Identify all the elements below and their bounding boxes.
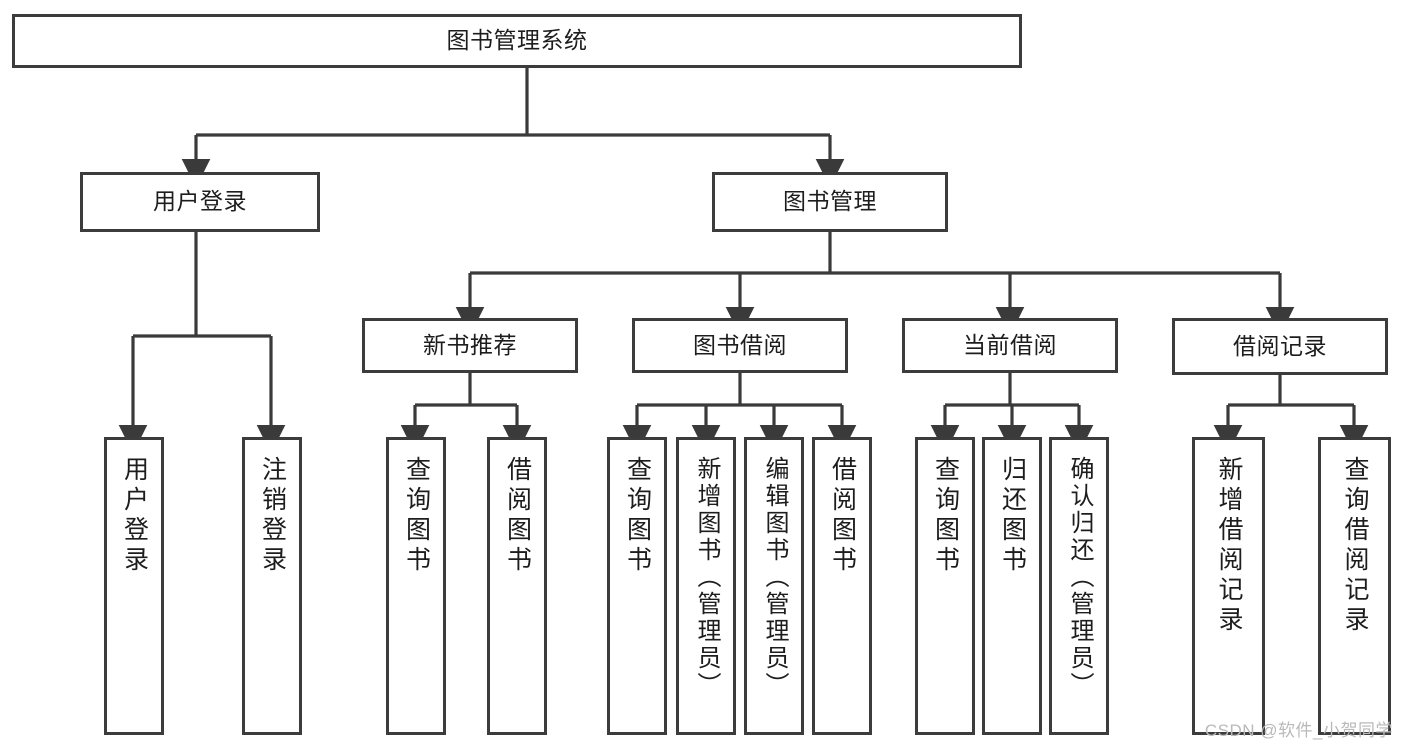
- leaf-add-borrow-record[interactable]: 新增借阅记录: [1192, 437, 1265, 735]
- node-user-login[interactable]: 用户登录: [80, 172, 320, 232]
- leaf-logout[interactable]: 注销登录: [242, 437, 302, 735]
- node-label: 归还图书: [998, 456, 1027, 576]
- node-label: 当前借阅: [963, 331, 1057, 358]
- node-label: 查询借阅记录: [1341, 456, 1369, 636]
- node-label: 用户登录: [153, 188, 247, 215]
- node-label: 确认归还（管理员）: [1066, 456, 1093, 699]
- node-book-borrow[interactable]: 图书借阅: [632, 318, 848, 373]
- leaf-user-login[interactable]: 用户登录: [104, 437, 164, 735]
- leaf-query-book-current[interactable]: 查询图书: [915, 437, 975, 735]
- node-label: 注销登录: [258, 456, 287, 576]
- leaf-add-book-admin[interactable]: 新增图书（管理员）: [676, 437, 736, 735]
- leaf-query-book[interactable]: 查询图书: [607, 437, 667, 735]
- node-label: 查询图书: [402, 456, 431, 576]
- leaf-query-book-recommend[interactable]: 查询图书: [386, 437, 446, 735]
- node-root-system[interactable]: 图书管理系统: [12, 14, 1022, 68]
- node-label: 编辑图书（管理员）: [761, 456, 788, 699]
- node-label: 借阅图书: [828, 456, 857, 576]
- watermark: CSDN @软件_小贺同学: [1204, 721, 1393, 740]
- node-borrow-record[interactable]: 借阅记录: [1172, 318, 1388, 375]
- node-label: 借阅图书: [503, 456, 532, 576]
- node-book-management[interactable]: 图书管理: [712, 172, 948, 232]
- node-label: 新书推荐: [423, 331, 517, 358]
- leaf-query-borrow-record[interactable]: 查询借阅记录: [1318, 437, 1391, 735]
- node-label: 新增借阅记录: [1215, 456, 1243, 636]
- node-label: 查询图书: [931, 456, 960, 576]
- node-current-borrow[interactable]: 当前借阅: [902, 318, 1118, 373]
- leaf-borrow-book-recommend[interactable]: 借阅图书: [487, 437, 547, 735]
- node-label: 新增图书（管理员）: [693, 456, 720, 699]
- leaf-confirm-return-admin[interactable]: 确认归还（管理员）: [1049, 437, 1109, 735]
- leaf-return-book[interactable]: 归还图书: [982, 437, 1042, 735]
- node-label: 图书借阅: [693, 331, 787, 358]
- node-label: 用户登录: [120, 456, 149, 576]
- node-new-book-recommend[interactable]: 新书推荐: [362, 318, 578, 373]
- leaf-borrow-book[interactable]: 借阅图书: [812, 437, 872, 735]
- node-label: 借阅记录: [1233, 332, 1327, 359]
- node-label: 图书管理: [783, 188, 877, 215]
- leaf-edit-book-admin[interactable]: 编辑图书（管理员）: [744, 437, 804, 735]
- node-label: 查询图书: [623, 456, 652, 576]
- node-label: 图书管理系统: [446, 27, 588, 54]
